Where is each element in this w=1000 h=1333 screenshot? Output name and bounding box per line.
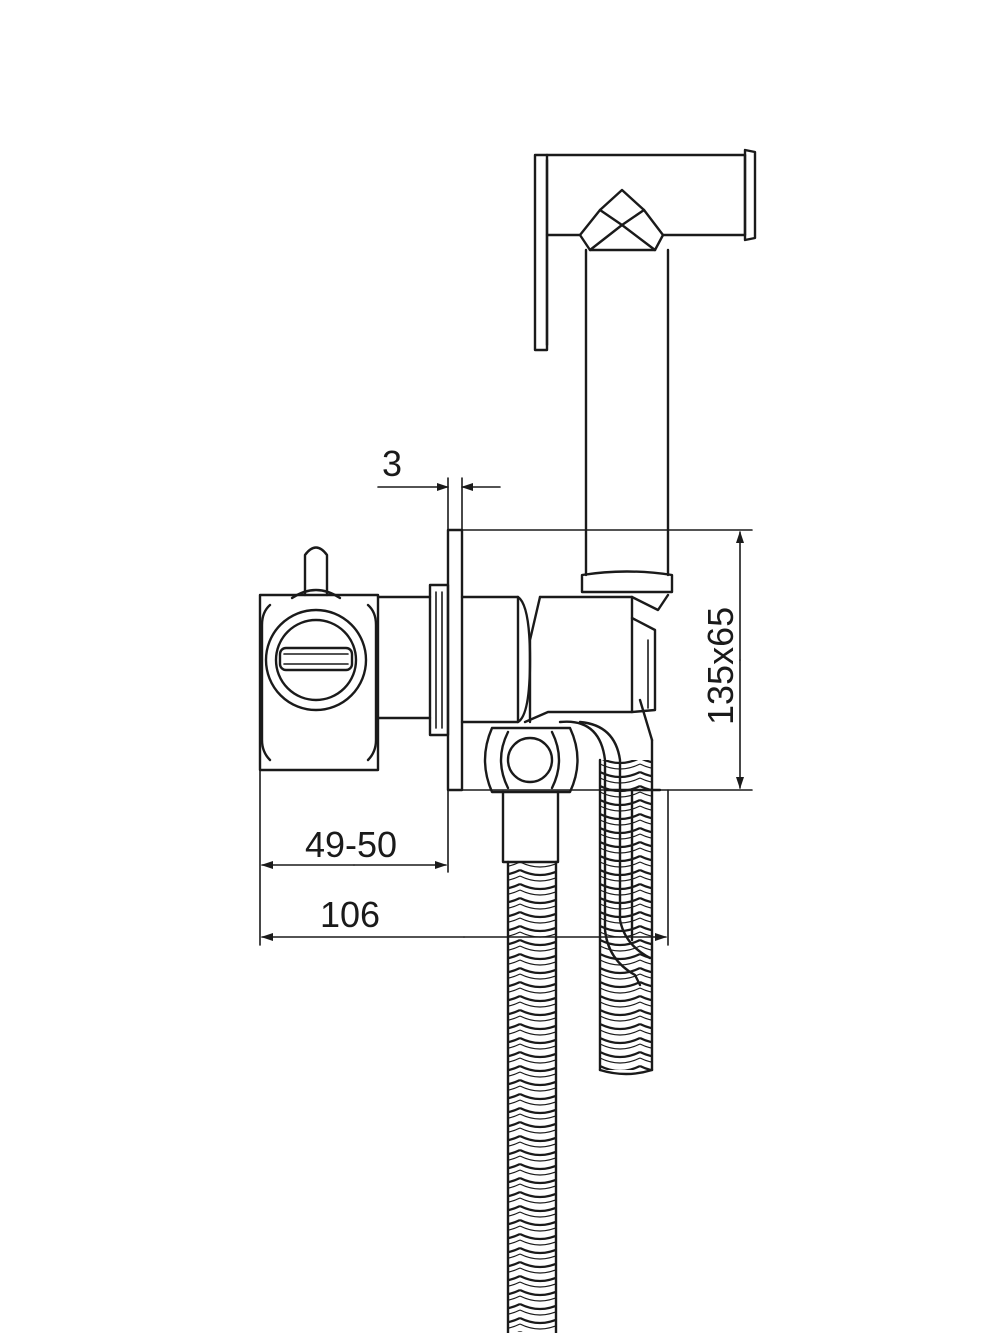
concealed-valve-body [258, 546, 450, 772]
total-width-label: 106 [320, 894, 380, 935]
thickness-label: 3 [382, 443, 402, 484]
dimension-total-width: 106 [261, 789, 669, 946]
flexible-hose-right [598, 698, 654, 1076]
height-label: 135x65 [700, 607, 741, 725]
wall-plate [446, 528, 464, 792]
flexible-hose-left [501, 790, 560, 1333]
depth-label: 49-50 [305, 824, 397, 865]
bidet-sprayer-head [533, 148, 757, 594]
dimension-height: 135x65 [461, 529, 753, 791]
dimension-depth: 49-50 [259, 769, 449, 946]
dimension-thickness: 3 [377, 443, 501, 531]
